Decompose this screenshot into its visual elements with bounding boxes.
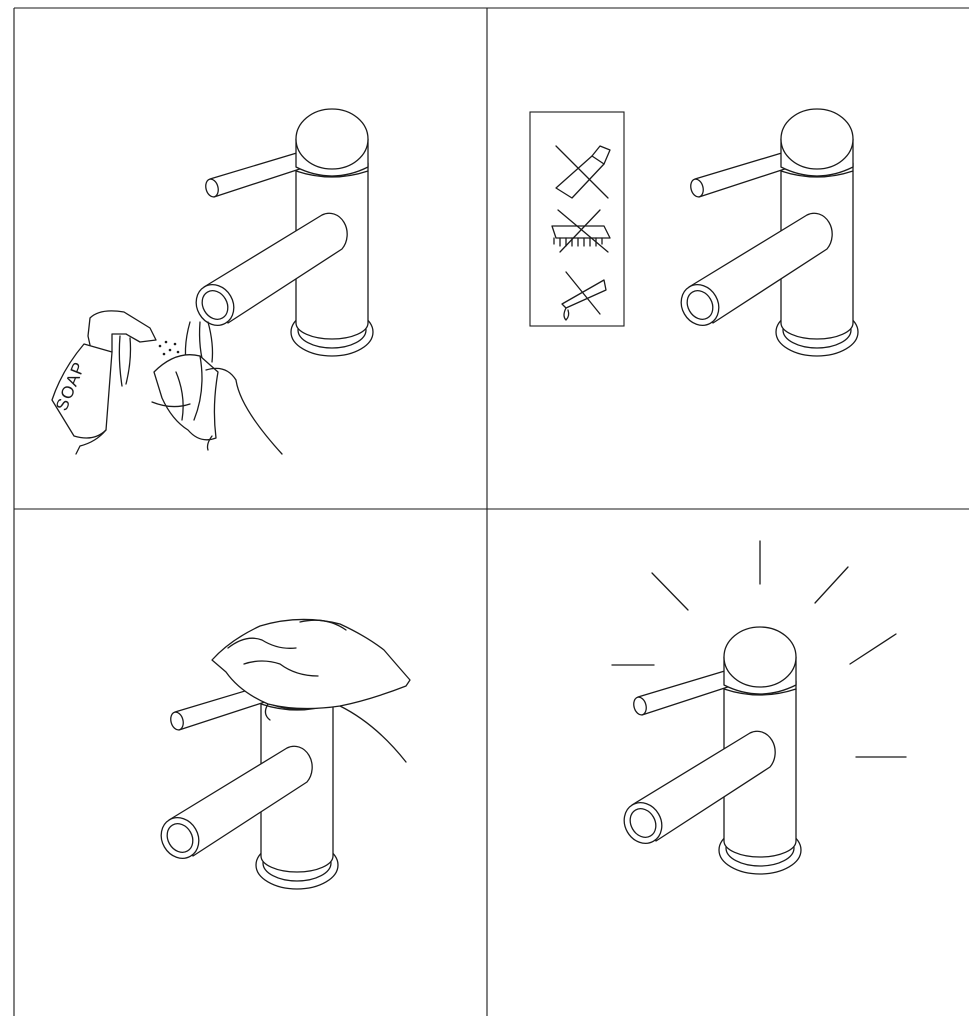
spray-mist-icon: [159, 341, 180, 356]
panel-dry-with-cloth: [154, 619, 410, 889]
panel-avoid-abrasives: [530, 109, 858, 356]
abrasive-cleaner-bottle-icon: [556, 146, 610, 198]
solvent-tube-icon: [562, 272, 606, 320]
faucet-illustration: [674, 109, 858, 356]
cloth-hand-icon: [152, 355, 282, 454]
panel-shiny-result: [612, 541, 906, 874]
panel-apply-soap: SOAP: [52, 109, 373, 454]
faucet-illustration: [189, 109, 373, 356]
faucet-illustration: [617, 627, 801, 874]
scrubbing-brush-icon: [552, 210, 610, 252]
prohibited-items-box: [530, 112, 624, 326]
